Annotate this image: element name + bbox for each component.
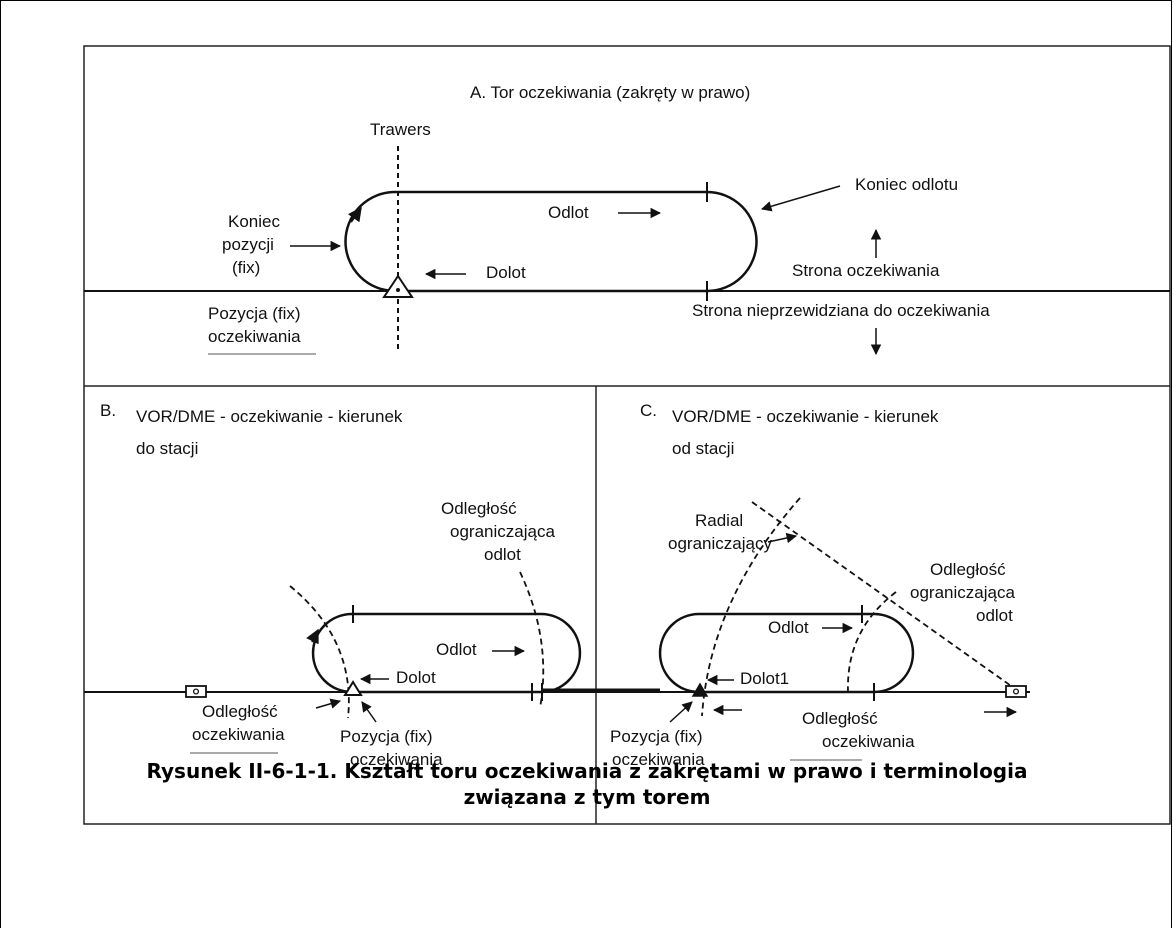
c-radial-label-2: ograniczający [668,534,772,553]
koniec-pozycji-label-2: pozycji [222,235,274,254]
limiting-distance-arc-c [847,591,897,693]
radial-arc-c [701,497,801,717]
pozycja-fix-label-2: oczekiwania [208,327,301,346]
pozycja-fix-label-1: Pozycja (fix) [208,304,301,323]
c-odleglosc-ogr-label-3: odlot [976,606,1013,625]
vor-dme-station-c-dot [1012,688,1020,695]
vor-dme-station-b-dot [192,688,200,695]
panel-a: A. Tor oczekiwania (zakręty w prawo) Tra… [84,83,1170,356]
panel-b-title-1: VOR/DME - oczekiwanie - kierunek [136,407,403,426]
turn-direction-arrow [347,206,362,223]
figure-frame [83,45,1171,825]
turn-direction-arrow-b [306,628,319,645]
holding-distance-arc-b [289,585,350,719]
c-odleglosc-ocz-label-2: oczekiwania [822,732,915,751]
b-odleglosc-ogr-label-1: Odległość [441,499,517,518]
caption-line-2: związana z tym torem [463,785,711,809]
b-pozycja-fix-label-2: oczekiwania [350,750,443,769]
b-odleglosc-ocz-label-1: Odległość [202,702,278,721]
figure-caption: Rysunek II-6-1-1. Kształt toru oczekiwan… [0,758,1174,810]
panel-a-title: A. Tor oczekiwania (zakręty w prawo) [470,83,750,102]
odlot-label: Odlot [548,203,589,222]
dolot-label: Dolot [486,263,526,282]
b-odlot-label: Odlot [436,640,477,659]
panel-b: B. VOR/DME - oczekiwanie - kierunek do s… [84,401,596,769]
c-dolot-label: Dolot1 [740,669,789,688]
b-pozycja-fix-label-1: Pozycja (fix) [340,727,433,746]
limiting-distance-arc-b [519,571,545,709]
c-pozycja-fix-label-1: Pozycja (fix) [610,727,703,746]
koniec-pozycji-label-1: Koniec [228,212,280,231]
c-odlot-label: Odlot [768,618,809,637]
b-dolot-label: Dolot [396,668,436,687]
strona-nieprzewidziana-label: Strona nieprzewidziana do oczekiwania [692,301,990,320]
strona-oczekiwania-label: Strona oczekiwania [792,261,940,280]
c-odleglosc-ocz-label-1: Odległość [802,709,878,728]
c-odleglosc-ogr-label-1: Odległość [930,560,1006,579]
c-radial-label-1: Radial [695,511,743,530]
c-odleglosc-ogr-label-2: ograniczająca [910,583,1015,602]
holding-fix-triangle [382,274,414,298]
panel-b-title-2: do stacji [136,439,198,458]
caption-line-1: Rysunek II-6-1-1. Kształt toru oczekiwan… [146,759,1028,783]
panel-c-prefix: C. [640,401,657,420]
b-odleglosc-ocz-label-2: oczekiwania [192,725,285,744]
koniec-pozycji-label-3: (fix) [232,258,260,277]
holding-fix-dot [396,288,400,292]
b-odleglosc-ocz-arrow [315,698,342,709]
trawers-label: Trawers [370,120,431,139]
b-odleglosc-ogr-label-2: ograniczająca [450,522,555,541]
koniec-odlotu-arrow [760,185,841,212]
c-pozycja-fix-arrow [669,701,693,723]
panel-c-title-1: VOR/DME - oczekiwanie - kierunek [672,407,939,426]
holding-fix-marker-c [691,682,709,697]
holding-fix-triangle-b [343,680,363,696]
c-pozycja-fix-label-2: oczekiwania [612,750,705,769]
koniec-odlotu-label: Koniec odlotu [855,175,958,194]
c-radial-arrow [767,532,798,544]
b-odleglosc-ogr-label-3: odlot [484,545,521,564]
panel-c-title-2: od stacji [672,439,734,458]
vor-dme-station-c [1005,685,1027,698]
b-pozycja-fix-arrow [361,701,377,723]
vor-dme-station-b [185,685,207,698]
panel-c: C. VOR/DME - oczekiwanie - kierunek od s… [596,401,1030,769]
panel-b-prefix: B. [100,401,116,420]
